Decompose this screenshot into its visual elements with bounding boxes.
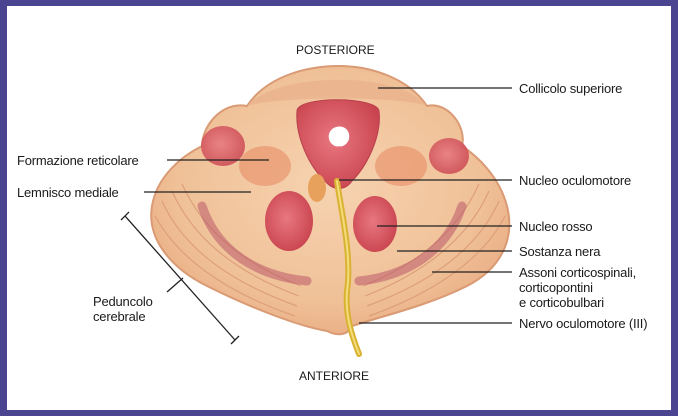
label-peduncolo-line2: cerebrale: [93, 309, 145, 324]
label-nervo-oculomotore: Nervo oculomotore (III): [519, 316, 647, 331]
label-assoni-line3: e corticobulbari: [519, 295, 604, 310]
reticular-left: [239, 146, 291, 186]
posterior-label: POSTERIORE: [296, 43, 375, 58]
anterior-label: ANTERIORE: [299, 369, 369, 384]
oculomotor-nucleus: [308, 174, 326, 202]
label-assoni-line2: corticopontini: [519, 280, 593, 295]
cerebral-aqueduct: [329, 127, 350, 147]
label-nucleo-oculomotore: Nucleo oculomotore: [519, 173, 631, 188]
label-collicolo-superiore: Collicolo superiore: [519, 81, 622, 96]
label-assoni-line1: Assoni corticospinali,: [519, 265, 636, 280]
figure-frame: POSTERIORE ANTERIORE Collicolo superiore…: [7, 6, 671, 410]
label-peduncolo-line1: Peduncolo: [93, 294, 153, 309]
red-nucleus-left: [265, 191, 313, 251]
right-lobe: [429, 138, 469, 174]
midbrain-illustration: [7, 6, 671, 410]
red-nucleus-right: [353, 196, 397, 252]
label-formazione-reticolare: Formazione reticolare: [17, 153, 139, 168]
label-nucleo-rosso: Nucleo rosso: [519, 219, 592, 234]
label-sostanza-nera: Sostanza nera: [519, 244, 600, 259]
label-lemnisco-mediale: Lemnisco mediale: [17, 185, 119, 200]
